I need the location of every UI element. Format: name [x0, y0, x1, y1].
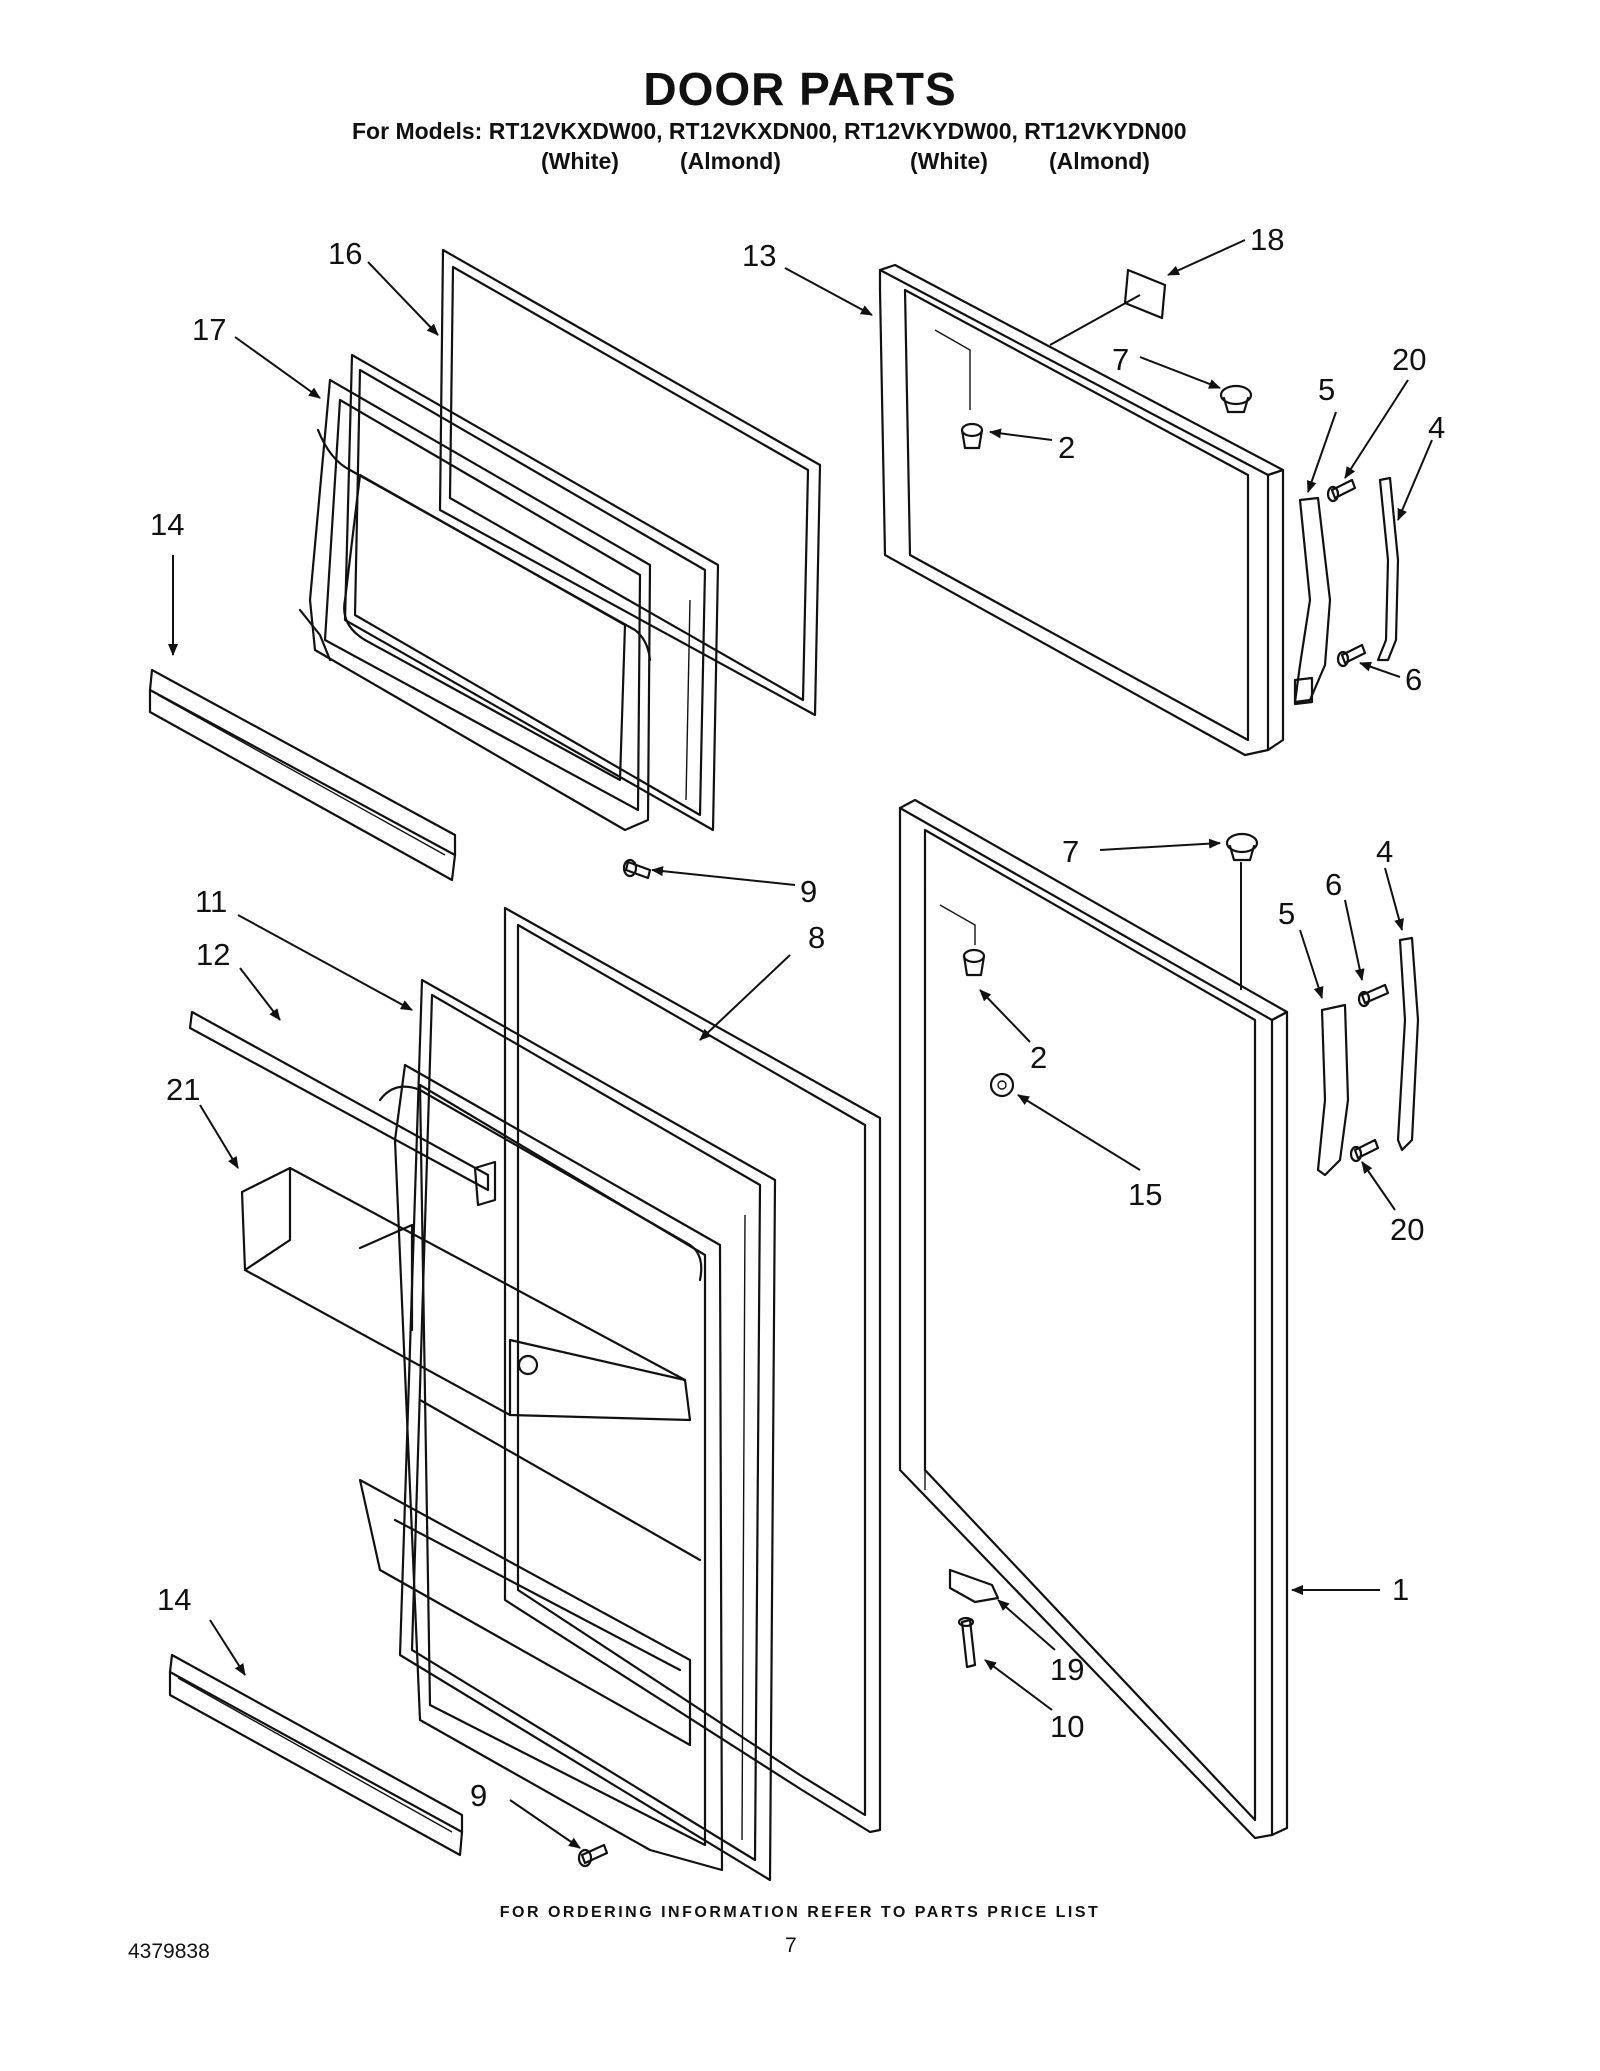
fresh-food-door-trim-strip — [168, 1653, 464, 1857]
callout-7: 7 — [1062, 834, 1079, 869]
leader-lines — [168, 239, 1433, 1849]
callout-21: 21 — [166, 1072, 200, 1107]
door-liner-screw — [577, 1843, 609, 1868]
fresh-food-door-gasket — [503, 906, 882, 1834]
callout-6: 6 — [1405, 662, 1422, 697]
models-line: For Models: RT12VKXDW00, RT12VKXDN00, RT… — [352, 118, 1187, 144]
freezer-door-gasket — [438, 248, 822, 717]
callout-9: 9 — [800, 874, 817, 909]
freezer-door-liner — [298, 353, 720, 832]
variant-label: (Almond) — [1049, 148, 1150, 174]
handle-screw — [1336, 643, 1367, 668]
callout-10: 10 — [1050, 1709, 1084, 1744]
door-liner-screw — [622, 858, 652, 880]
page-title: DOOR PARTS — [643, 63, 957, 115]
freezer-handle-trim — [1376, 476, 1400, 662]
freezer-door-trim-strip — [148, 668, 457, 882]
callout-20: 20 — [1392, 342, 1426, 377]
callout-14: 14 — [150, 507, 184, 542]
callout-2: 2 — [1030, 1040, 1047, 1075]
callout-16: 16 — [328, 236, 362, 271]
handle-screw — [1357, 983, 1390, 1008]
callout-4: 4 — [1428, 410, 1445, 445]
fresh-food-outer-door — [898, 798, 1289, 1840]
callout-13: 13 — [742, 238, 776, 273]
callout-8: 8 — [808, 920, 825, 955]
fresh-food-handle-trim — [1396, 936, 1420, 1152]
handle-screw — [1326, 478, 1357, 503]
callout-19: 19 — [1050, 1652, 1084, 1687]
hole-plug — [1219, 384, 1253, 414]
freezer-door-label — [1123, 268, 1167, 320]
freezer-door-handle — [1293, 496, 1332, 706]
variant-label: (Almond) — [680, 148, 781, 174]
handle-screw — [1349, 1138, 1380, 1163]
callout-labels: 16 17 14 13 18 7 2 5 20 4 6 9 11 12 21 8… — [150, 222, 1445, 1813]
callout-9: 9 — [470, 1778, 487, 1813]
variant-label: (White) — [910, 148, 988, 174]
callout-14: 14 — [157, 1582, 191, 1617]
door-stop-bumper — [960, 422, 984, 450]
document-number: 4379838 — [128, 1940, 210, 1963]
callout-12: 12 — [196, 937, 230, 972]
callout-5: 5 — [1318, 372, 1335, 407]
hinge-screw — [957, 1616, 977, 1669]
ordering-note: FOR ORDERING INFORMATION REFER TO PARTS … — [499, 1904, 1101, 1921]
callout-5: 5 — [1278, 896, 1295, 931]
callout-17: 17 — [192, 312, 226, 347]
fresh-food-door-handle — [1316, 1003, 1350, 1177]
callout-20: 20 — [1390, 1212, 1424, 1247]
shelf-bracket-clip — [989, 1072, 1015, 1098]
callout-4: 4 — [1376, 834, 1393, 869]
callout-1: 1 — [1392, 1572, 1409, 1607]
door-shelf-rail — [188, 1010, 497, 1207]
callout-6: 6 — [1325, 867, 1342, 902]
callout-2: 2 — [1058, 430, 1075, 465]
callout-15: 15 — [1128, 1177, 1162, 1212]
callout-7: 7 — [1112, 342, 1129, 377]
fresh-food-door-liner — [358, 978, 777, 1882]
page-number: 7 — [785, 1934, 797, 1957]
callout-18: 18 — [1250, 222, 1284, 257]
hole-plug — [1225, 832, 1259, 862]
dairy-compartment-door — [240, 1166, 692, 1422]
freezer-outer-door — [878, 263, 1285, 757]
door-hinge — [948, 1568, 1000, 1604]
door-stop-bumper — [962, 948, 986, 977]
variant-label: (White) — [541, 148, 619, 174]
callout-11: 11 — [195, 884, 227, 919]
